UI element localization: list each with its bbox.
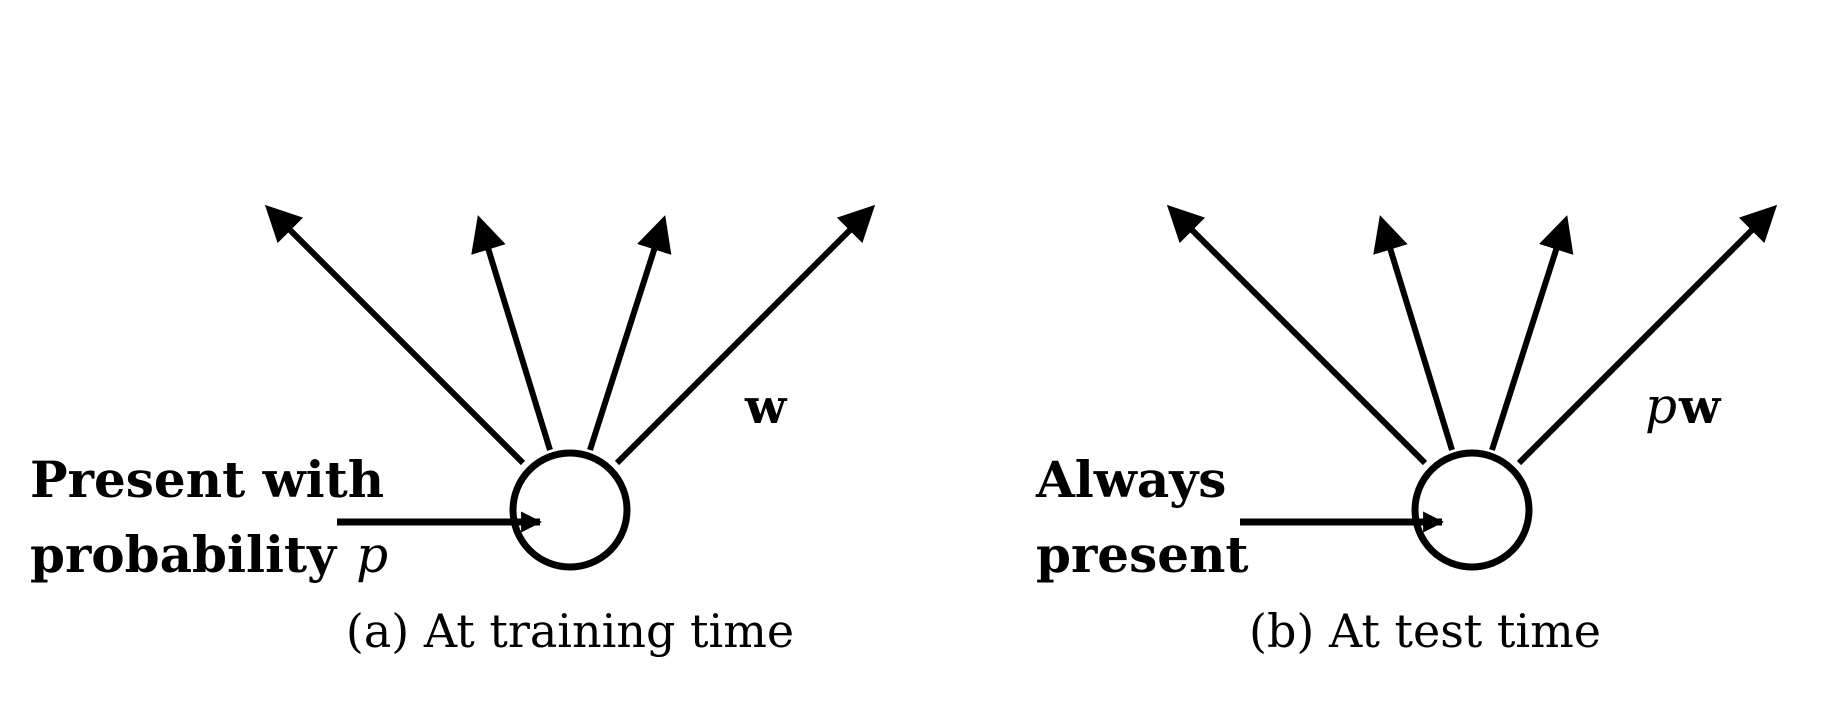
input-label-line2: probability p <box>30 525 388 584</box>
output-arrow-2 <box>1373 215 1455 451</box>
input-label-line2: present <box>1036 525 1249 584</box>
output-arrow-4 <box>614 204 876 466</box>
output-arrow-3 <box>1489 215 1574 451</box>
weight-label: w <box>744 379 788 435</box>
output-arrow-3 <box>587 215 672 451</box>
weight-prefix: p <box>1645 377 1677 435</box>
probability-variable: p <box>356 526 388 584</box>
neuron-unit <box>1411 449 1533 571</box>
caption-test: (b) At test time <box>1249 604 1601 658</box>
input-label-text: present <box>1036 525 1249 584</box>
output-arrow-1 <box>264 204 526 466</box>
output-arrow-2 <box>471 215 553 451</box>
weight-symbol: w <box>1678 379 1722 435</box>
input-label-line1: Always <box>1035 450 1226 509</box>
output-arrow-4 <box>1516 204 1778 466</box>
caption-training: (a) At training time <box>346 604 794 658</box>
input-label-line1: Present with <box>30 450 384 509</box>
output-arrow-1 <box>1166 204 1428 466</box>
weight-label: pw <box>1645 377 1722 435</box>
input-label-text: probability <box>30 525 338 584</box>
panel-test: Always present pw (b) At test time <box>1035 204 1778 658</box>
neuron-unit <box>509 449 631 571</box>
weight-symbol: w <box>744 379 788 435</box>
panel-training: Present with probability p w (a) At train… <box>30 204 876 658</box>
